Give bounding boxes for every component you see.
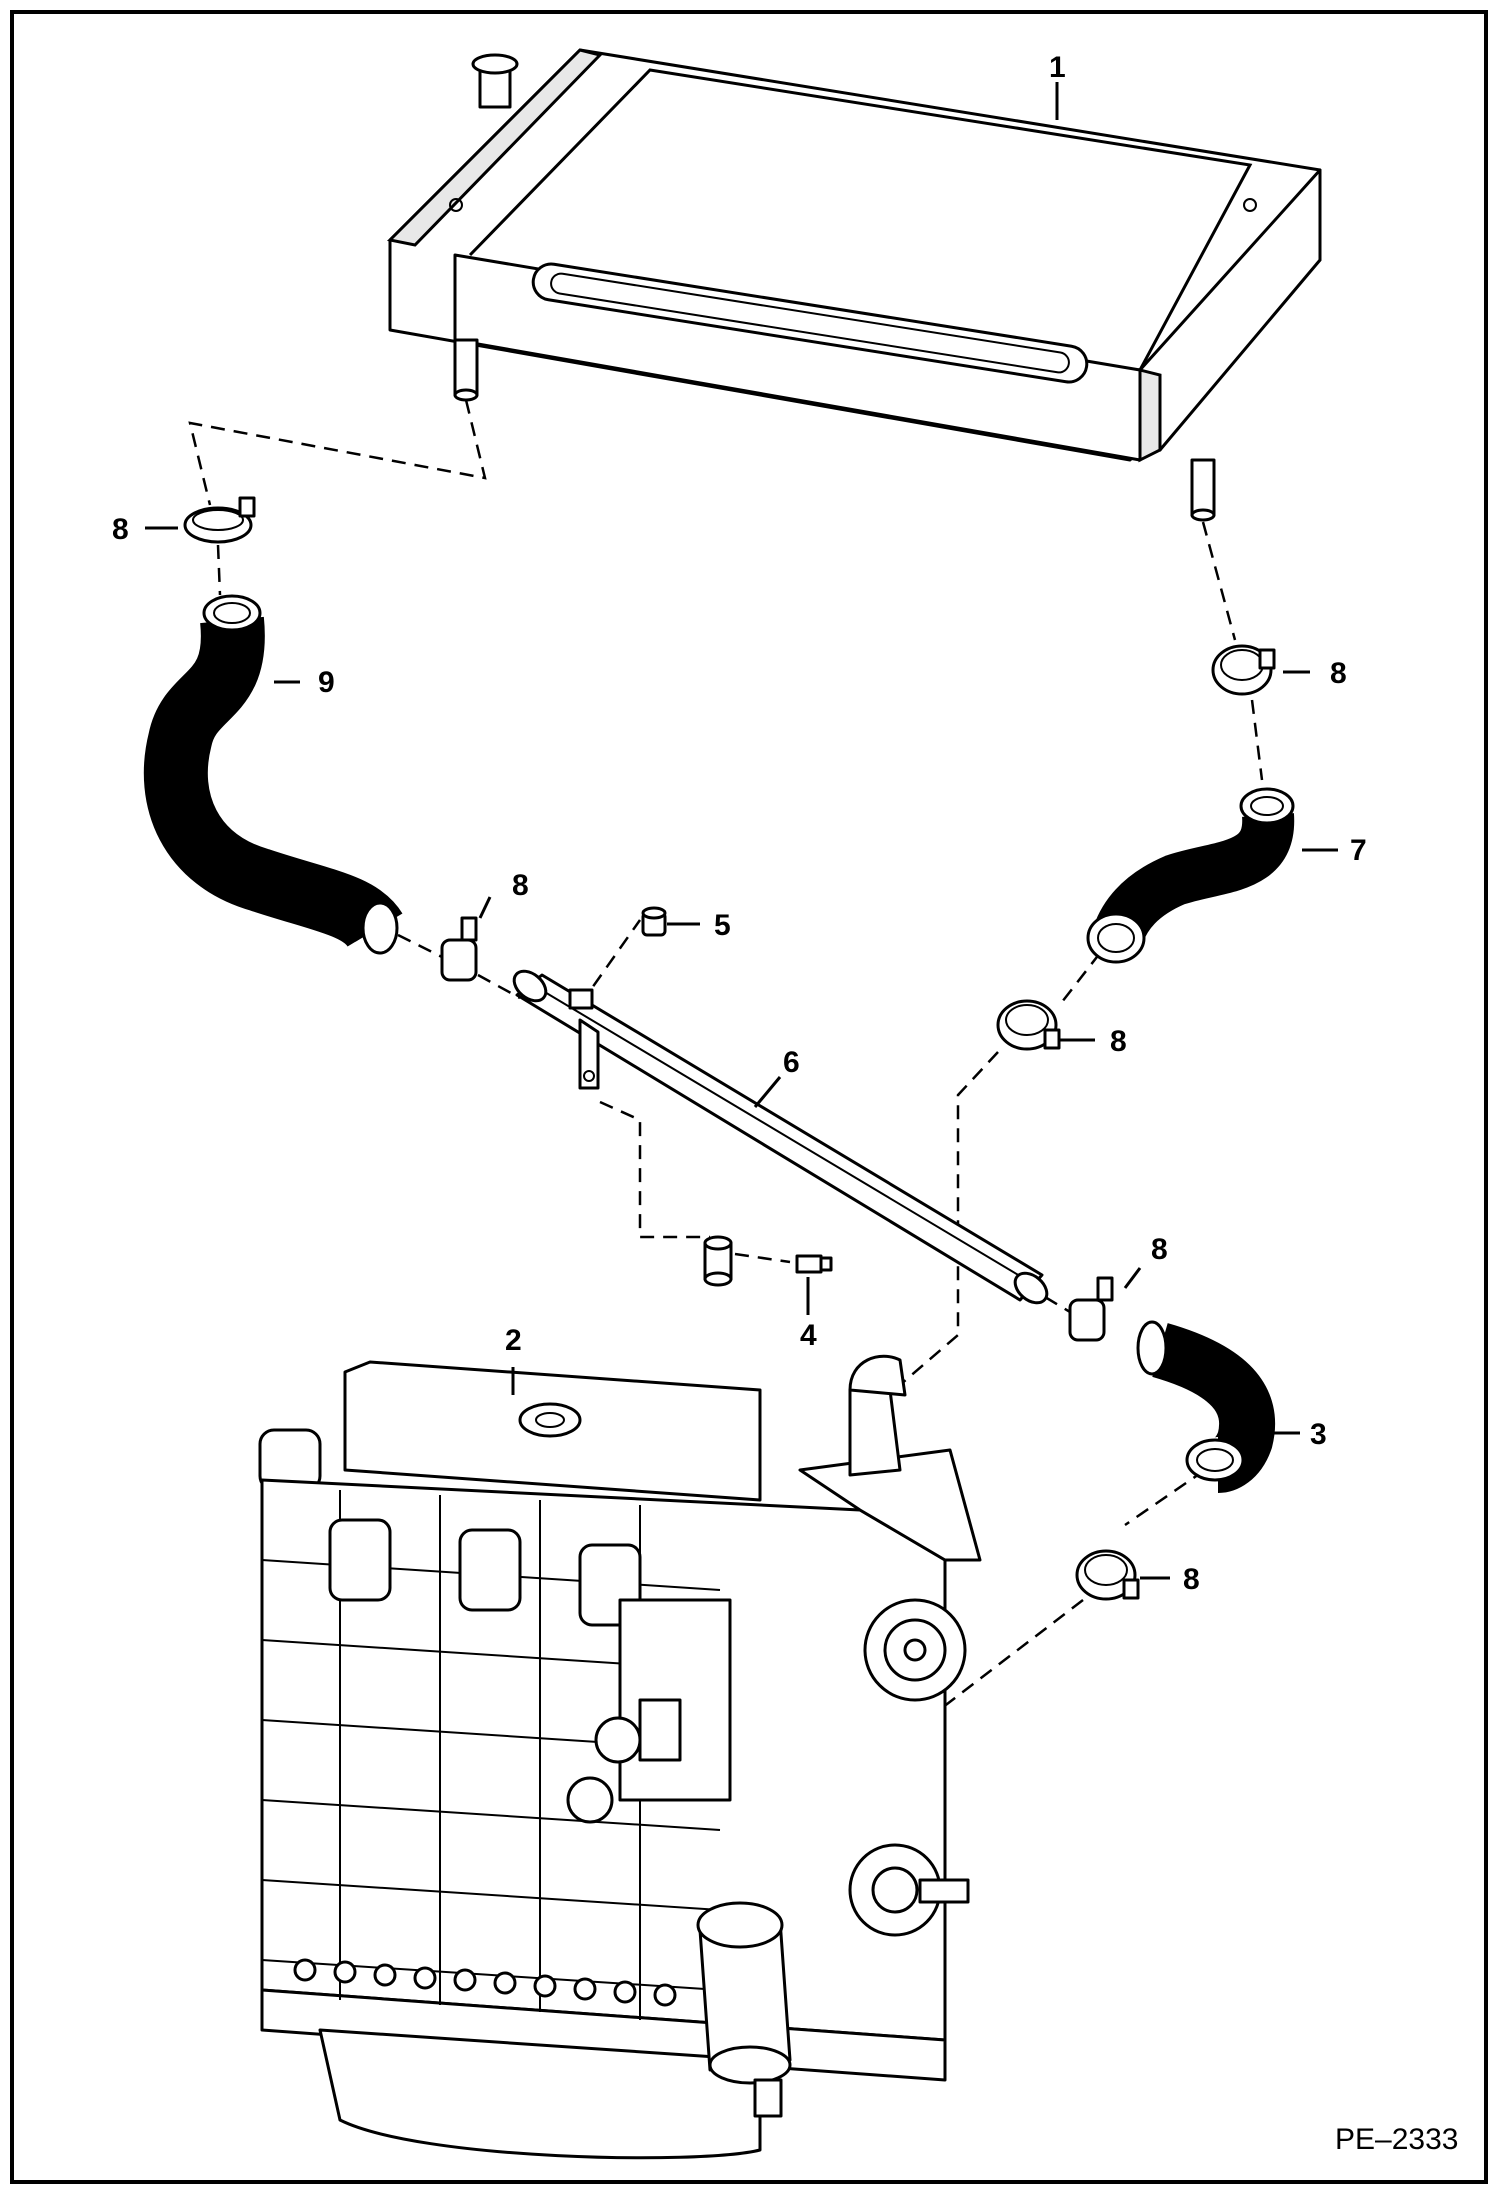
radiator [386, 48, 1322, 522]
clamp-right-upper [1211, 644, 1276, 696]
callout-clamp-mid-right: 8 [1110, 1025, 1127, 1058]
callout-upper-left-hose: 9 [318, 666, 335, 699]
clamp-lower-mid [1068, 1276, 1114, 1342]
spacer [703, 1235, 733, 1287]
callout-leaders [145, 82, 1338, 1580]
callout-clamp-lower-mid: 8 [1151, 1233, 1168, 1266]
callout-clamp-bottom-right: 8 [1183, 1563, 1200, 1596]
hose-upper-left [143, 594, 403, 955]
reference-code: PE–2333 [1335, 2123, 1458, 2156]
coolant-tube [512, 969, 1049, 1305]
callout-tube: 6 [783, 1046, 800, 1079]
hose-lower [1136, 1320, 1276, 1493]
bolt [795, 1254, 833, 1274]
callout-clamp-mid-left: 8 [512, 869, 529, 902]
callout-radiator: 1 [1049, 51, 1066, 84]
callout-upper-right-hose: 7 [1350, 834, 1367, 867]
clamp-bottom-right [1075, 1549, 1140, 1601]
callout-bolt: 4 [800, 1319, 817, 1352]
callout-plug: 5 [714, 909, 731, 942]
clamp-mid-right [996, 999, 1061, 1051]
hose-upper-right [1086, 787, 1295, 964]
callout-clamp-right-upper: 8 [1330, 657, 1347, 690]
engine-block [258, 1354, 982, 2160]
clamp-top-left [183, 496, 256, 544]
plug [641, 906, 667, 937]
callout-clamp-top-left: 8 [112, 513, 129, 546]
callout-lower-hose: 3 [1310, 1418, 1327, 1451]
clamp-mid-left [440, 916, 478, 982]
callout-engine: 2 [505, 1324, 522, 1357]
